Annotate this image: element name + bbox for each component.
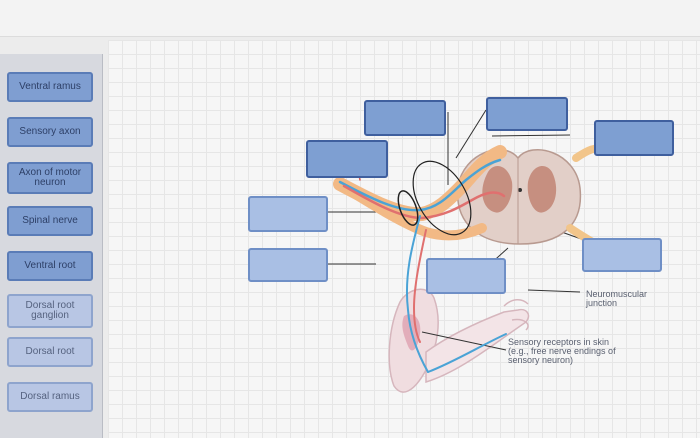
drop-target-7[interactable] xyxy=(426,258,506,294)
label-chip-dorsal-ramus[interactable]: Dorsal ramus xyxy=(7,382,93,412)
sensory-receptors-label: Sensory receptors in skin (e.g., free ne… xyxy=(508,337,616,365)
label-chip-ventral-ramus[interactable]: Ventral ramus xyxy=(7,72,93,102)
label-chip-axon-of-motor-neuron[interactable]: Axon of motor neuron xyxy=(7,162,93,194)
label-chip-dorsal-root-ganglion[interactable]: Dorsal root ganglion xyxy=(7,294,93,328)
label-chip-sensory-axon[interactable]: Sensory axon xyxy=(7,117,93,147)
diagram-canvas: Neuromuscular junction Sensory receptors… xyxy=(108,40,700,438)
label-chip-dorsal-root[interactable]: Dorsal root xyxy=(7,337,93,367)
drop-target-8[interactable] xyxy=(582,238,662,272)
drop-target-4[interactable] xyxy=(594,120,674,156)
leader-lines xyxy=(326,109,585,351)
drop-target-6[interactable] xyxy=(248,248,328,282)
spinal-cord xyxy=(456,148,582,245)
label-chip-spinal-nerve[interactable]: Spinal nerve xyxy=(7,206,93,236)
label-bank: Ventral ramus Sensory axon Axon of motor… xyxy=(0,54,103,438)
drop-target-3[interactable] xyxy=(306,140,388,178)
top-band xyxy=(0,0,700,37)
drop-target-1[interactable] xyxy=(364,100,446,136)
neuromuscular-junction-label: Neuromuscular junction xyxy=(586,289,648,308)
drop-target-2[interactable] xyxy=(486,97,568,131)
label-chip-ventral-root[interactable]: Ventral root xyxy=(7,251,93,281)
drop-target-5[interactable] xyxy=(248,196,328,232)
